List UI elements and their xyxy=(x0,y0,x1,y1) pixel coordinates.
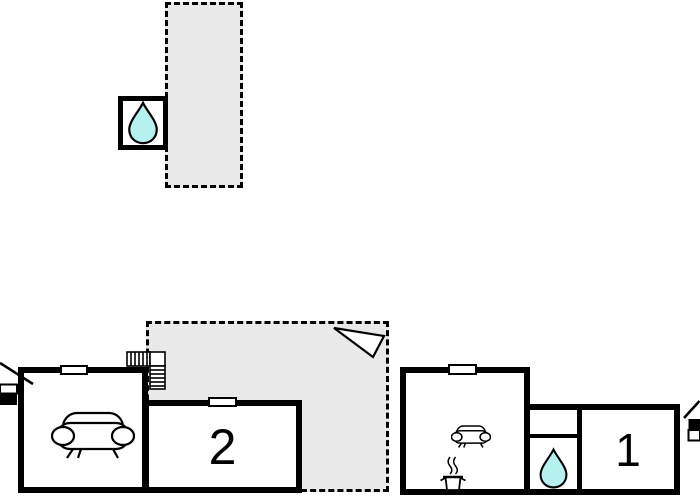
water-drop-icon xyxy=(539,447,568,489)
bedroom-wing xyxy=(524,404,680,495)
entrance-house-icon-left xyxy=(0,361,34,405)
room-2-label: 2 xyxy=(208,418,237,475)
sofa-icon-small xyxy=(451,425,491,448)
upper-bathroom-box xyxy=(118,96,168,150)
living-room-window xyxy=(60,365,88,375)
staircase-icon xyxy=(126,351,166,390)
room-2 xyxy=(143,400,302,493)
sofa-icon xyxy=(51,411,135,459)
direction-triangle-icon xyxy=(333,326,386,359)
kitchen-window xyxy=(448,364,477,375)
room-1-label: 1 xyxy=(615,423,641,476)
bathroom-right-wall xyxy=(577,410,582,489)
cooking-pot-icon xyxy=(440,456,466,491)
bathroom-divider-wall xyxy=(530,434,577,438)
water-drop-icon xyxy=(128,101,158,145)
upper-terrace xyxy=(165,2,243,188)
entrance-house-icon-right xyxy=(683,400,700,442)
room-2-window xyxy=(208,397,237,407)
